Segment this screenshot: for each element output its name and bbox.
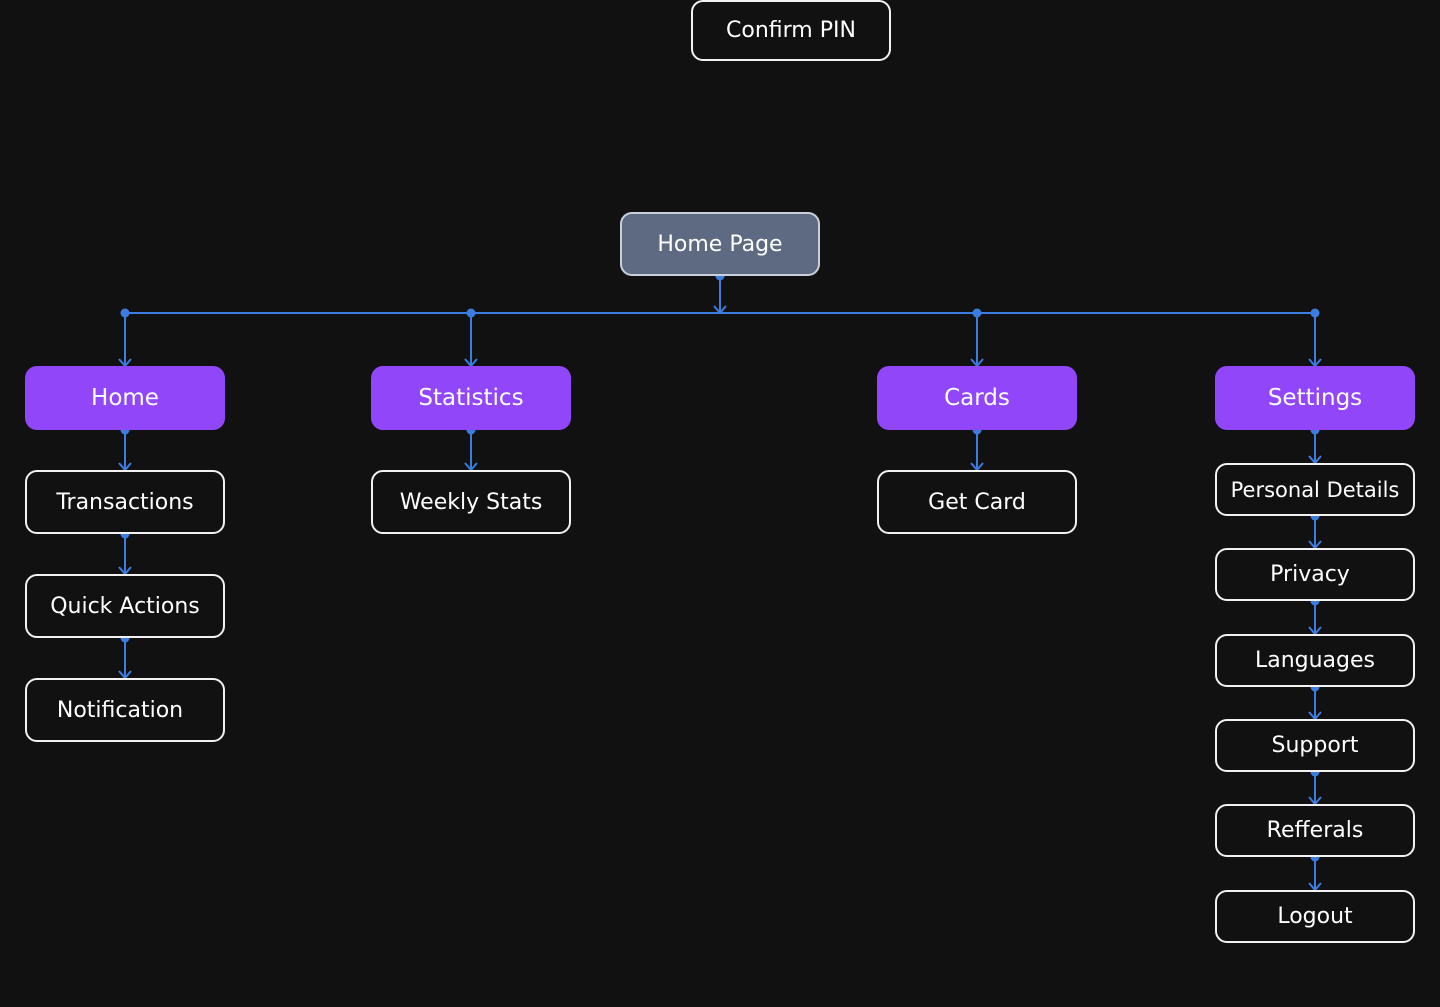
node-cards[interactable]: Cards [877,366,1077,430]
node-statistics[interactable]: Statistics [371,366,571,430]
node-support[interactable]: Support [1215,719,1415,772]
node-languages[interactable]: Languages [1215,634,1415,687]
node-get-card[interactable]: Get Card [877,470,1077,534]
node-quick-actions[interactable]: Quick Actions [25,574,225,638]
node-logout[interactable]: Logout [1215,890,1415,943]
node-home-page[interactable]: Home Page [620,212,820,276]
node-privacy[interactable]: Privacy [1215,548,1415,601]
node-notification[interactable]: Notification [25,678,225,742]
connector-dot [120,308,130,318]
connector-dot [466,308,476,318]
node-confirm-pin[interactable]: Confirm PIN [691,0,891,61]
node-weekly-stats[interactable]: Weekly Stats [371,470,571,534]
node-personal-details[interactable]: Personal Details [1215,463,1415,516]
connector-dot [972,308,982,318]
node-refferals[interactable]: Refferals [1215,804,1415,857]
node-transactions[interactable]: Transactions [25,470,225,534]
connector-dot [1310,308,1320,318]
node-settings[interactable]: Settings [1215,366,1415,430]
node-home[interactable]: Home [25,366,225,430]
